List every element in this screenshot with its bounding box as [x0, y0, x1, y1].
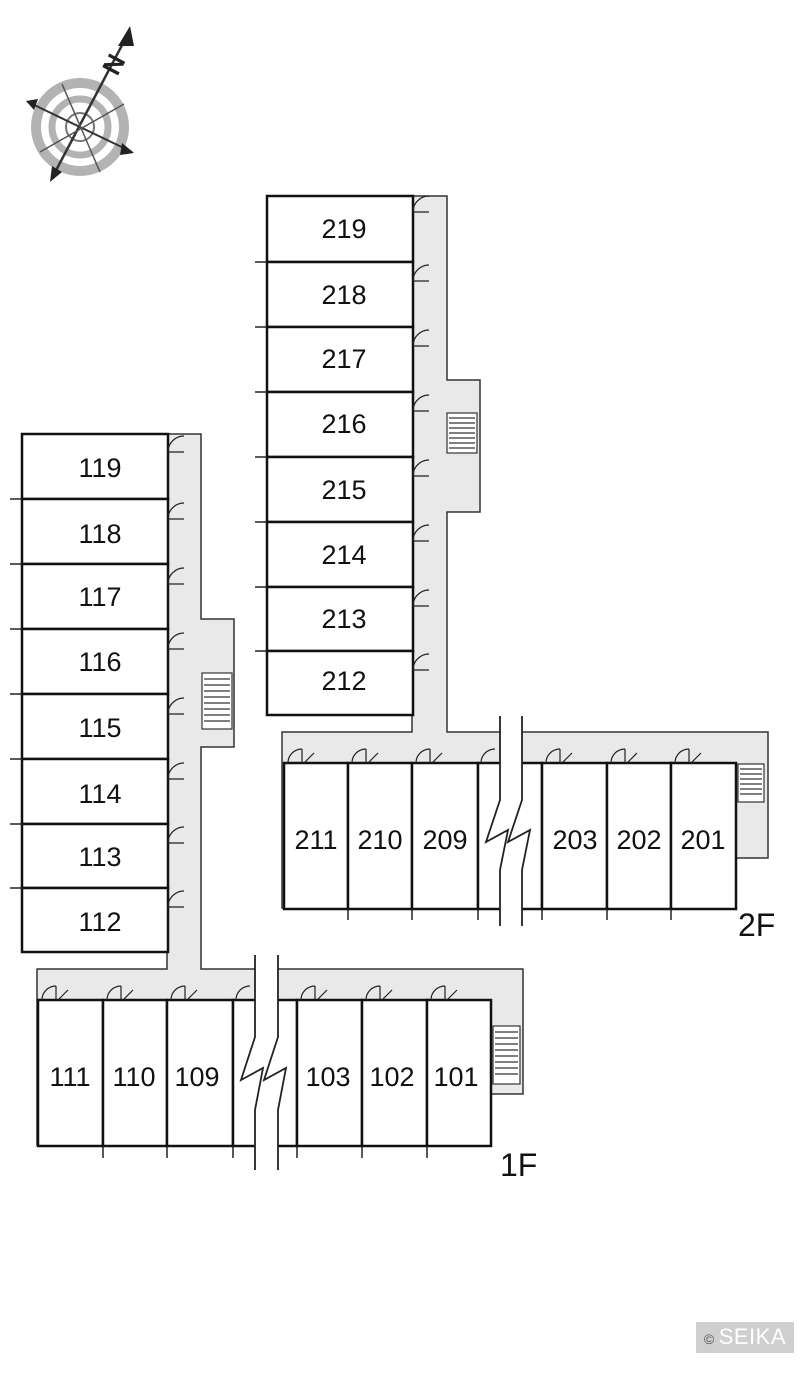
- room-number: 211: [294, 825, 337, 855]
- room-number: 111: [49, 1062, 90, 1092]
- room-number: 102: [369, 1062, 414, 1092]
- room-number: 113: [78, 842, 121, 872]
- room-number: 218: [321, 280, 366, 310]
- stairs-1f-wing-icon: [201, 672, 233, 730]
- room-number: 217: [321, 344, 366, 374]
- room-number: 213: [321, 604, 366, 634]
- room-number: 103: [305, 1062, 350, 1092]
- copyright-badge: ©SEIKA: [695, 1322, 794, 1353]
- compass-rose-icon: N: [26, 26, 134, 182]
- stairs-2f-end-icon: [737, 763, 765, 803]
- copyright-text: SEIKA: [718, 1324, 786, 1349]
- room-number: 212: [321, 666, 366, 696]
- room-number: 118: [78, 519, 121, 549]
- room-number: 209: [422, 825, 467, 855]
- room-number: 115: [78, 713, 121, 743]
- room-number: 215: [321, 475, 366, 505]
- room-number: 119: [78, 453, 121, 483]
- room-number: 201: [680, 825, 725, 855]
- room-number: 203: [552, 825, 597, 855]
- room-number: 202: [616, 825, 661, 855]
- stairs-1f-end-icon: [492, 1025, 521, 1085]
- floor-label-1f: 1F: [500, 1147, 537, 1183]
- room-number: 116: [78, 647, 121, 677]
- floor-label-2f: 2F: [738, 907, 775, 943]
- room-number: 112: [78, 907, 121, 937]
- break-line-1f: [239, 955, 288, 1170]
- room-number: 114: [78, 779, 121, 809]
- room-number: 219: [321, 214, 366, 244]
- wing-rooms-2f: 219 218 217 216 215 214 213 212: [255, 194, 430, 717]
- row-rooms-2f: 211 210 209 203 202 201: [282, 748, 738, 920]
- room-number: 109: [174, 1062, 219, 1092]
- stairs-2f-wing-icon: [446, 412, 478, 454]
- break-line-2f: [484, 716, 532, 926]
- room-number: 110: [112, 1062, 155, 1092]
- north-label: N: [96, 49, 131, 80]
- copyright-symbol: ©: [703, 1331, 715, 1347]
- room-number: 216: [321, 409, 366, 439]
- room-number: 117: [78, 582, 121, 612]
- wing-rooms-1f: 119 118 117 116 115 114 113 112: [10, 432, 185, 954]
- room-number: 214: [321, 540, 366, 570]
- room-number: 101: [433, 1062, 478, 1092]
- floor-1f: 119 118 117 116 115 114 113 112: [10, 432, 537, 1183]
- floor-2f: 219 218 217 216 215 214 213 212: [255, 194, 775, 943]
- room-number: 210: [357, 825, 402, 855]
